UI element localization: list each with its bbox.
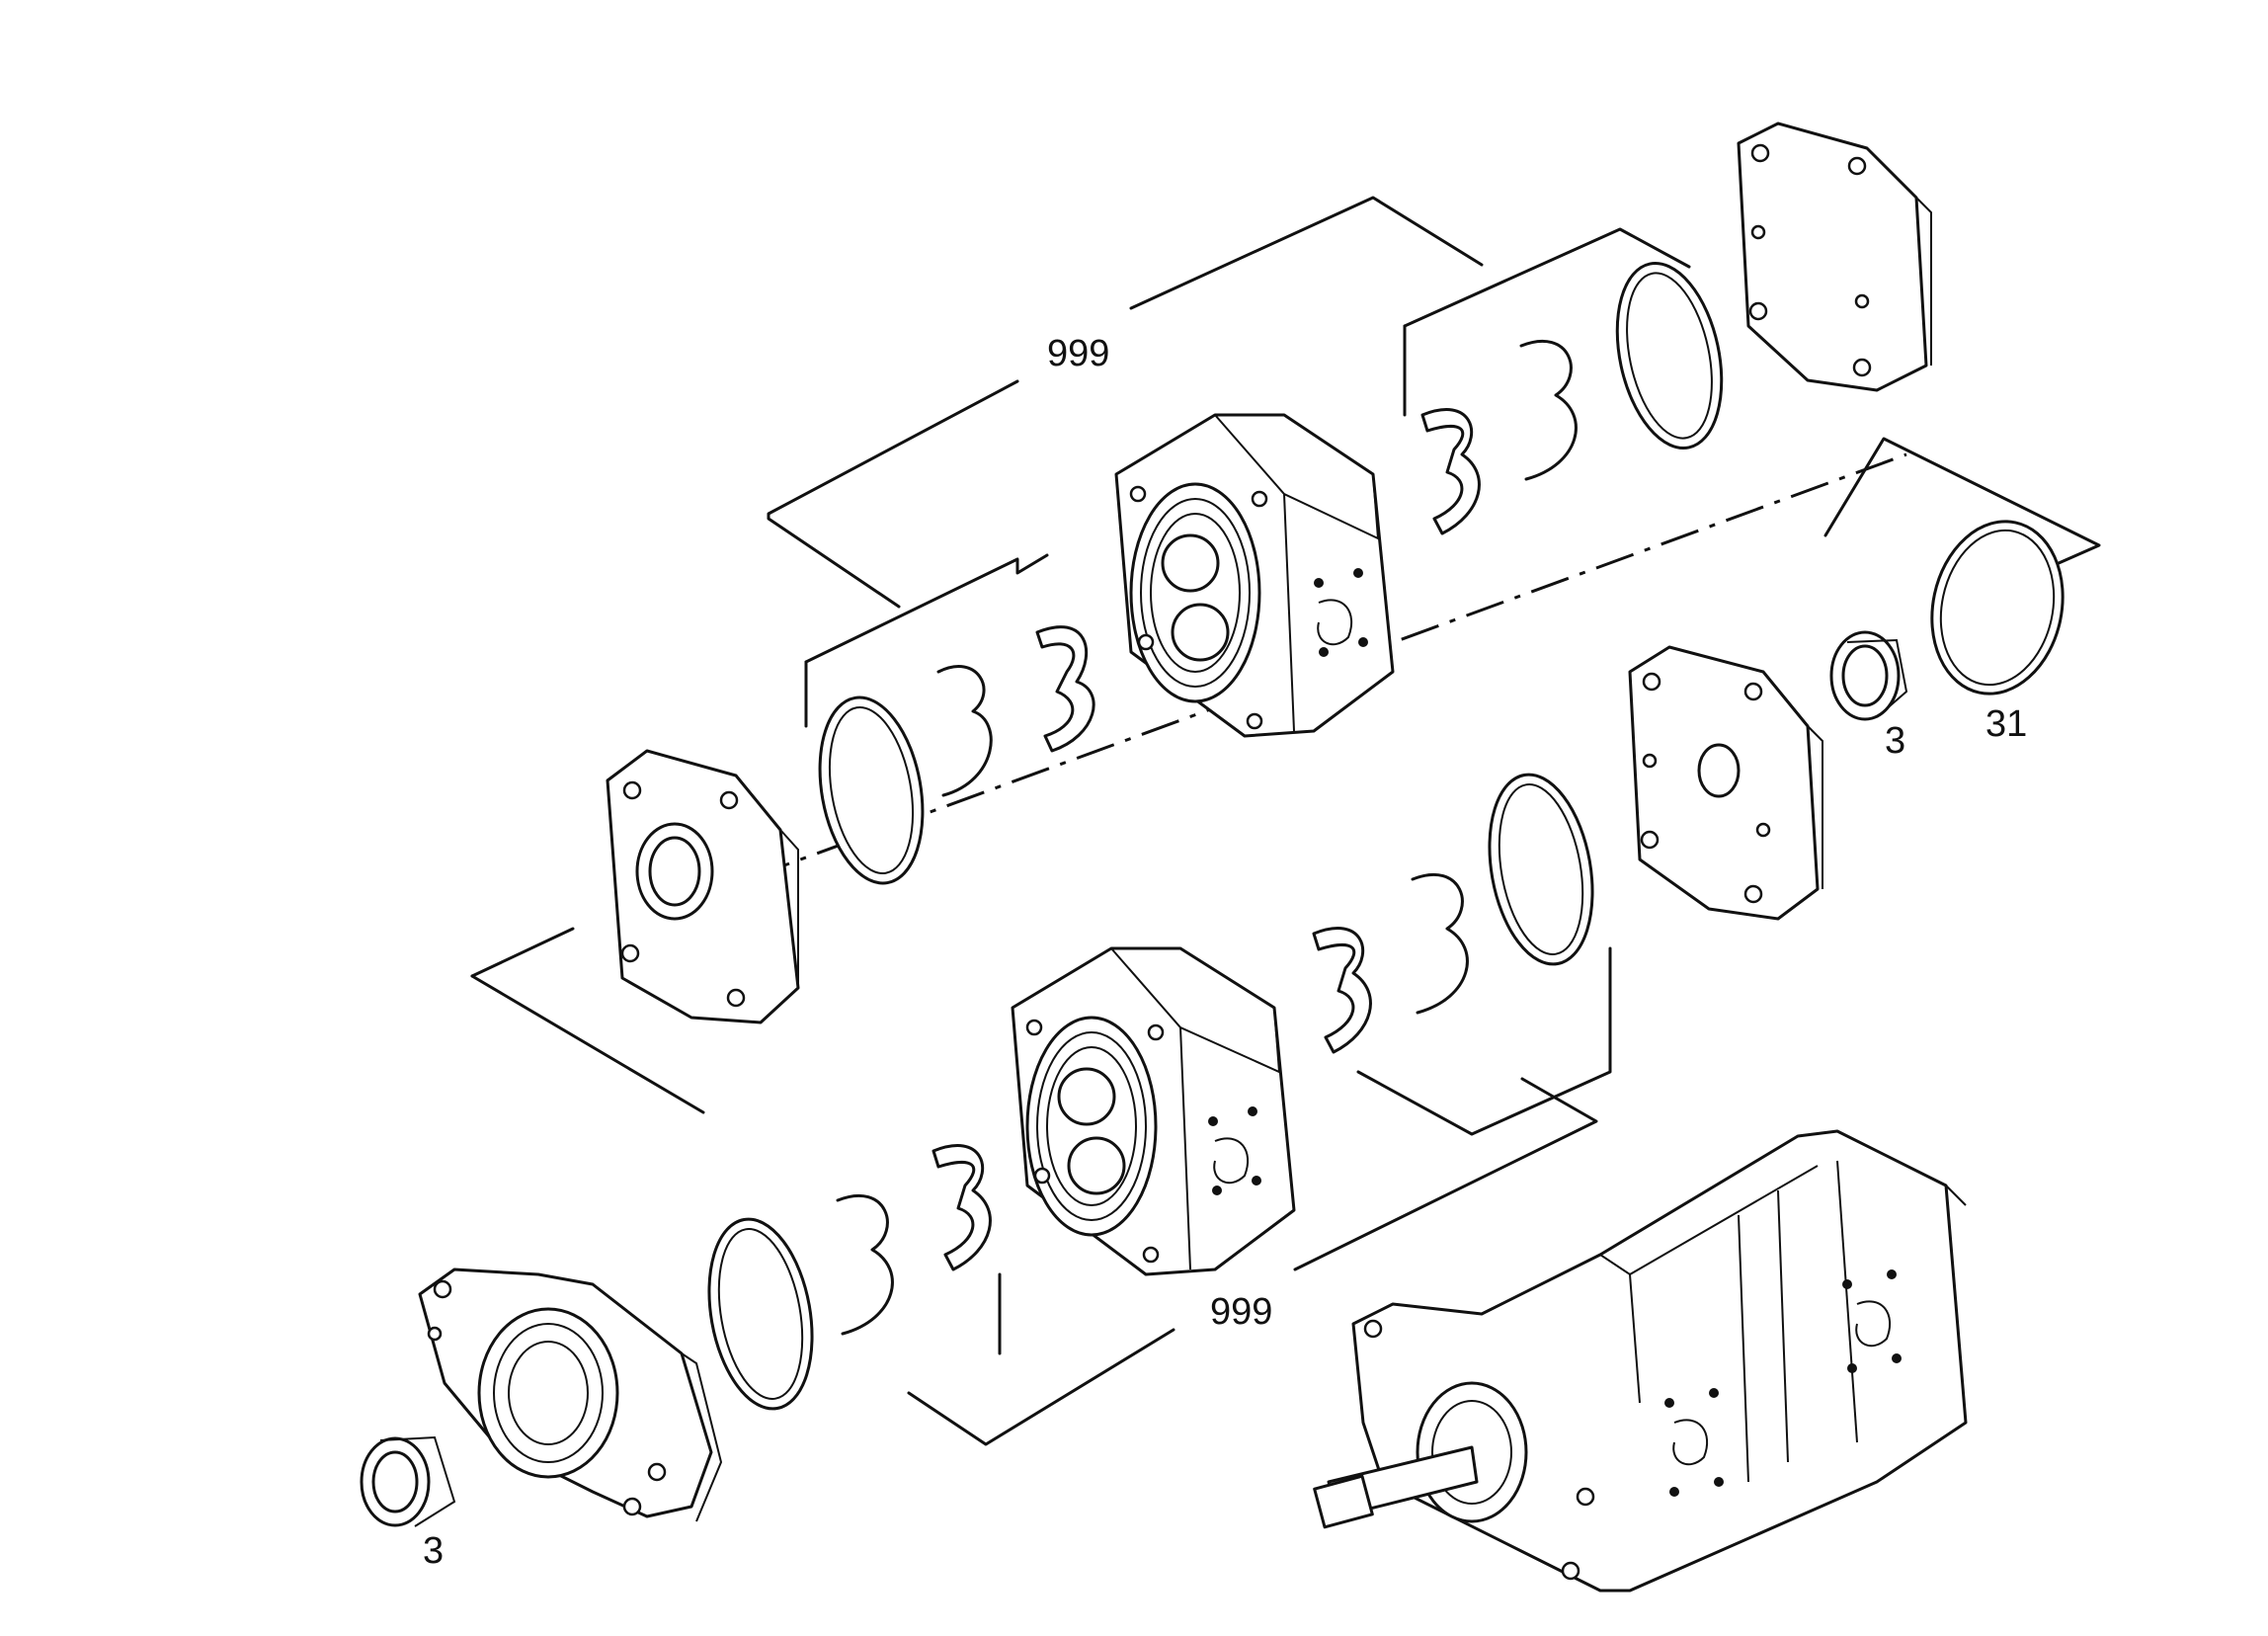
middle-gasket-bracket xyxy=(1356,1065,1612,1136)
lower-group-bracket xyxy=(907,1077,1598,1446)
bearing-left xyxy=(360,1435,456,1527)
middle-3-seal xyxy=(1411,872,1469,1015)
middle-clip xyxy=(1312,927,1372,1054)
upper-oval-seal-left xyxy=(818,695,925,885)
lower-pump-housing xyxy=(1011,946,1296,1276)
group-label-lower: 999 xyxy=(1210,1291,1272,1333)
part-label-seal-ring-right: 31 xyxy=(1985,703,2027,745)
mounting-flange xyxy=(418,1268,723,1522)
assembled-pump xyxy=(1313,1129,1968,1593)
part-label-bearing-left: 3 xyxy=(423,1530,444,1572)
upper-group-bracket xyxy=(767,196,1484,609)
upper-3-seal-right xyxy=(1519,339,1578,481)
lower-oval-seal xyxy=(707,1217,814,1411)
lower-clip xyxy=(932,1144,992,1271)
upper-oval-seal-right xyxy=(1615,261,1724,450)
upper-clip-left xyxy=(1035,625,1095,753)
group-label-upper: 999 xyxy=(1047,333,1109,374)
upper-gasket-bracket-left xyxy=(804,553,1049,664)
seal-ring-right xyxy=(1930,520,2065,695)
upper-gasket-bracket-right xyxy=(1403,227,1691,328)
center-axis-line xyxy=(621,452,1907,927)
upper-clip-right xyxy=(1420,408,1481,535)
bearing-right xyxy=(1829,630,1908,721)
lower-3-seal xyxy=(836,1193,894,1336)
middle-cover-plate xyxy=(1628,645,1823,921)
upper-end-cover xyxy=(1737,122,1932,392)
upper-pump-housing xyxy=(1114,413,1395,738)
left-bracket xyxy=(470,927,705,1114)
upper-cover-plate xyxy=(606,749,800,1024)
middle-oval-seal xyxy=(1488,773,1594,966)
upper-3-seal-left xyxy=(936,665,993,797)
part-label-bearing-right: 3 xyxy=(1885,720,1905,762)
right-bracket xyxy=(1823,437,2101,580)
